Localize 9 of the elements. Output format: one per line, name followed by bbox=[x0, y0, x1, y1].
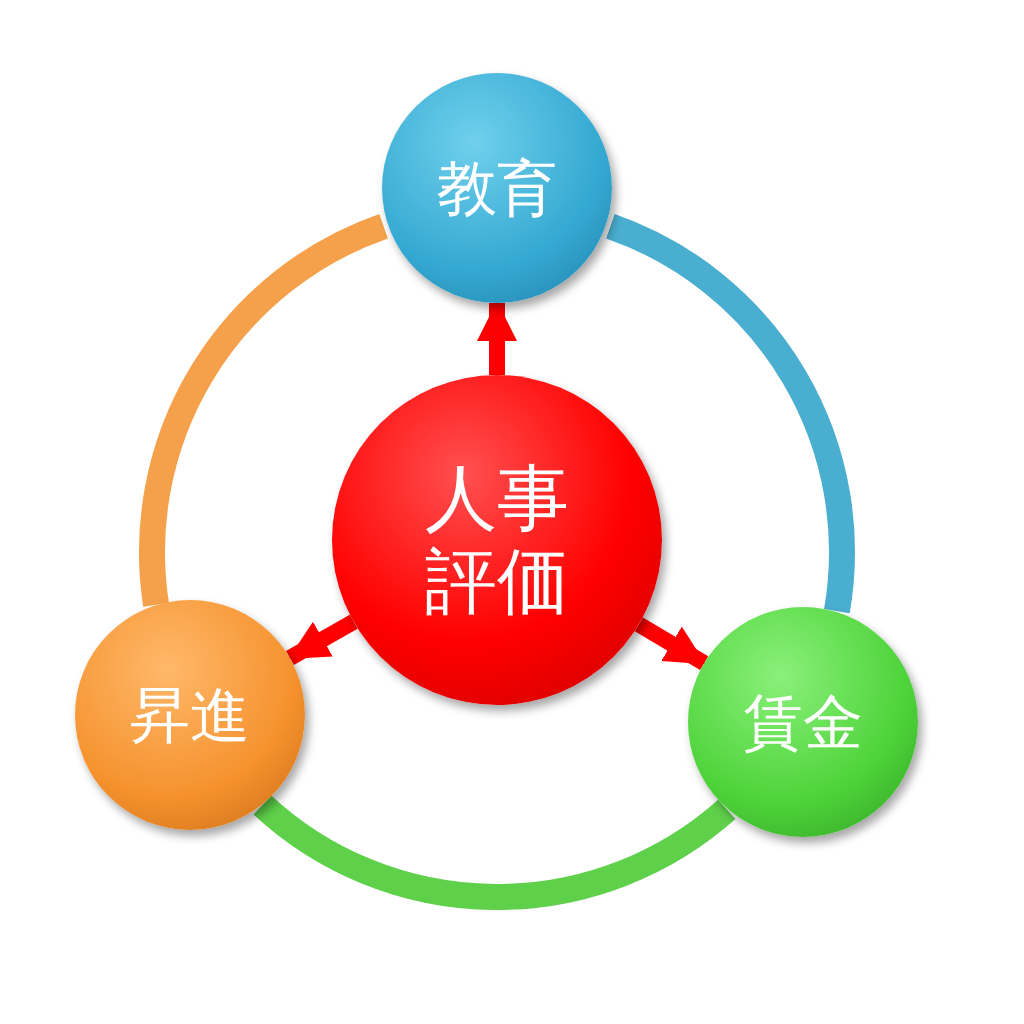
arrow bbox=[477, 301, 517, 375]
circle-label: 賃金 bbox=[742, 687, 864, 757]
circle-label: 人事評価 bbox=[424, 457, 570, 623]
ring-arc bbox=[605, 214, 855, 613]
arrow bbox=[285, 614, 358, 665]
ring-arc bbox=[139, 214, 389, 606]
circle-label: 昇進 bbox=[129, 680, 251, 750]
arrow bbox=[634, 617, 709, 671]
circle-label: 教育 bbox=[436, 153, 558, 223]
